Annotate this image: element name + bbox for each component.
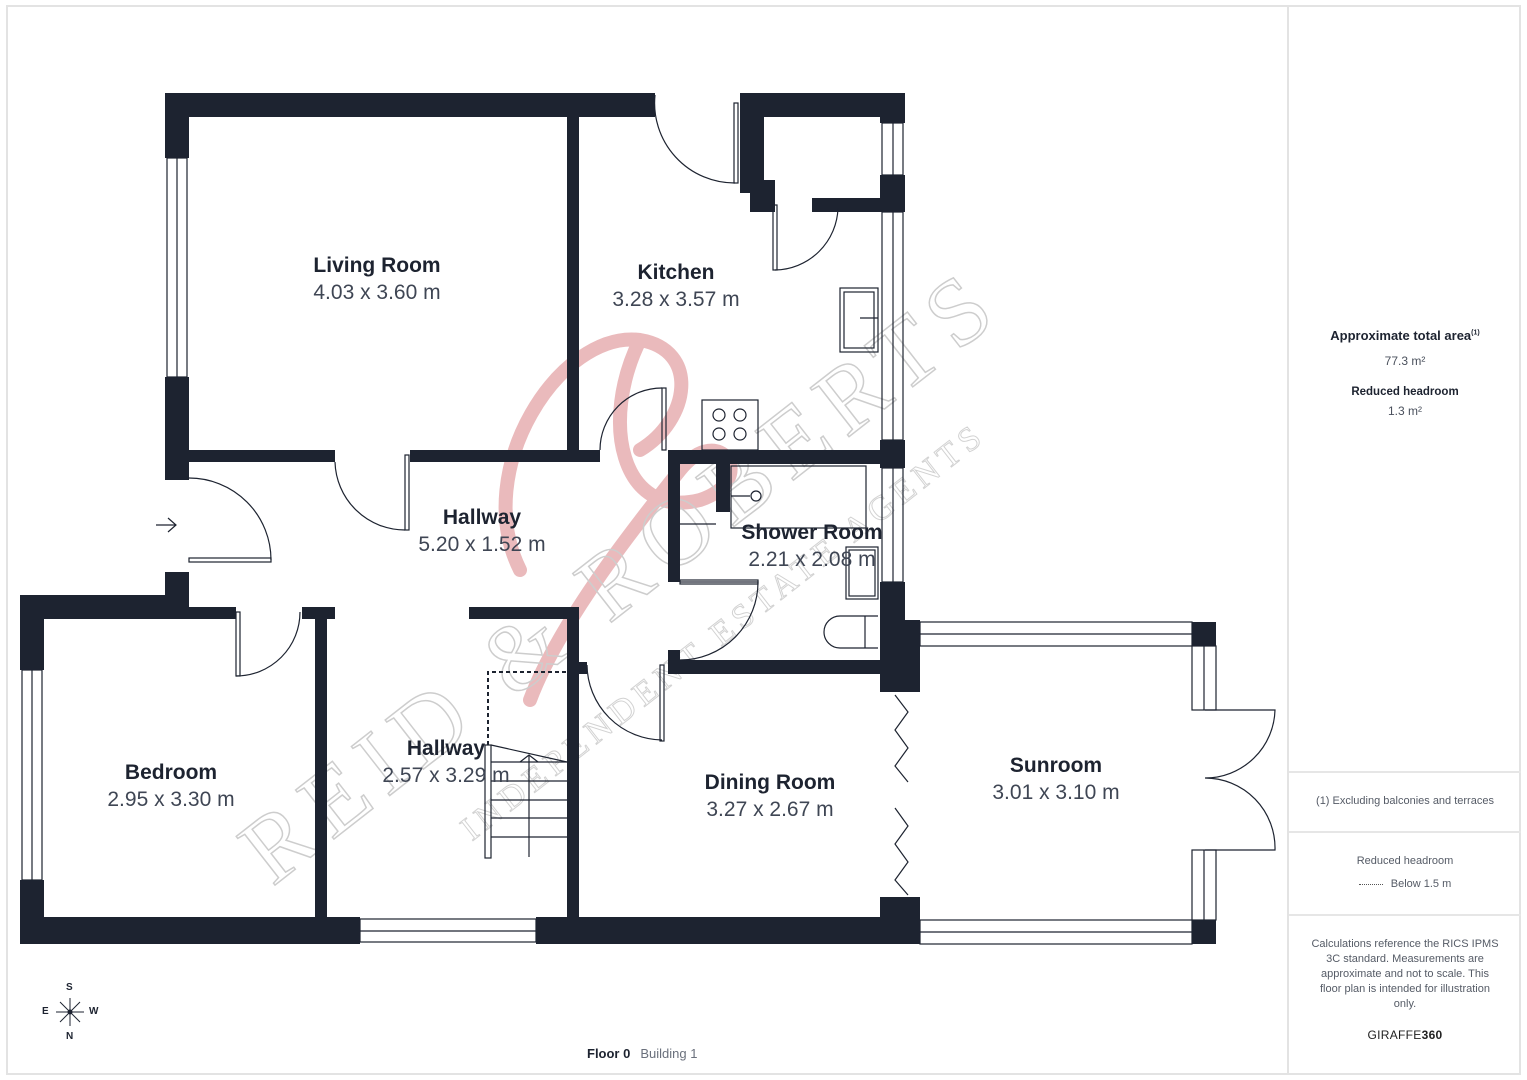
divider [1289, 771, 1521, 773]
area-summary: Approximate total area(1) 77.3 m² Reduce… [1289, 328, 1521, 418]
room-dimensions: 2.57 x 3.29 m [382, 764, 510, 787]
room-dimensions: 3.28 x 3.57 m [612, 288, 740, 311]
entrance-arrow-icon [156, 517, 177, 533]
legend-item: Below 1.5 m [1289, 877, 1521, 892]
room-name: Kitchen [637, 261, 715, 284]
divider [1289, 831, 1521, 833]
legend: Reduced headroom Below 1.5 m [1289, 854, 1521, 892]
disclaimer: Calculations reference the RICS IPMS 3C … [1311, 938, 1499, 1010]
compass-east-label: E [42, 1006, 49, 1017]
room-name: Hallway [406, 737, 486, 760]
total-area-value: 77.3 m² [1384, 354, 1426, 368]
room-hallway-lower: Hallway 2.57 x 3.29 m [382, 736, 509, 790]
total-area-label: Approximate total area(1) [1330, 328, 1480, 343]
room-living-room: Living Room 4.03 x 3.60 m [313, 253, 440, 307]
room-dimensions: 5.20 x 1.52 m [418, 533, 546, 556]
dotted-line-icon [1358, 883, 1383, 885]
reduced-headroom-value: 1.3 m² [1387, 404, 1422, 418]
watermark: REID & ROBERTS INDEPENDENT ESTATE AGENTS [219, 245, 1021, 904]
floor-label: Floor 0 [587, 1046, 631, 1061]
room-dimensions: 3.27 x 2.67 m [706, 798, 834, 821]
room-sunroom: Sunroom 3.01 x 3.10 m [992, 753, 1119, 807]
legend-title: Reduced headroom [1356, 855, 1454, 867]
room-name: Shower Room [741, 521, 883, 544]
windows-doors [21, 94, 1276, 945]
compass-icon [56, 998, 84, 1026]
room-kitchen: Kitchen 3.28 x 3.57 m [612, 260, 739, 314]
room-name: Living Room [313, 254, 441, 277]
brand-logo: GIRAFFE360 [1367, 1028, 1443, 1042]
room-shower-room: Shower Room 2.21 x 2.08 m [741, 520, 882, 574]
room-name: Dining Room [704, 771, 836, 794]
room-dimensions: 3.01 x 3.10 m [992, 781, 1120, 804]
room-dining-room: Dining Room 3.27 x 2.67 m [705, 770, 836, 824]
building-label: Building 1 [640, 1046, 698, 1061]
room-name: Hallway [442, 506, 522, 529]
compass-west-label: W [89, 1006, 99, 1017]
divider [1289, 914, 1521, 916]
room-dimensions: 2.95 x 3.30 m [107, 788, 235, 811]
room-bedroom: Bedroom 2.95 x 3.30 m [107, 760, 234, 814]
compass-south-label: S [66, 982, 73, 993]
compass-north-label: N [66, 1031, 74, 1042]
reduced-headroom-label: Reduced headroom [1351, 386, 1459, 398]
walls [20, 93, 1216, 944]
room-name: Bedroom [124, 761, 218, 784]
info-panel: Approximate total area(1) 77.3 m² Reduce… [1287, 5, 1521, 1075]
floor-caption: Floor 0 Building 1 [587, 1046, 697, 1061]
room-hallway-upper: Hallway 5.20 x 1.52 m [418, 505, 545, 559]
footnote: (1) Excluding balconies and terraces [1316, 795, 1494, 807]
page-frame [6, 5, 1521, 1075]
room-dimensions: 2.21 x 2.08 m [748, 548, 876, 571]
floor-plan: REID & ROBERTS INDEPENDENT ESTATE AGENTS [20, 93, 1276, 1026]
reduced-headroom-line [487, 671, 567, 745]
room-dimensions: 4.03 x 3.60 m [313, 281, 441, 304]
room-name: Sunroom [1009, 754, 1103, 777]
